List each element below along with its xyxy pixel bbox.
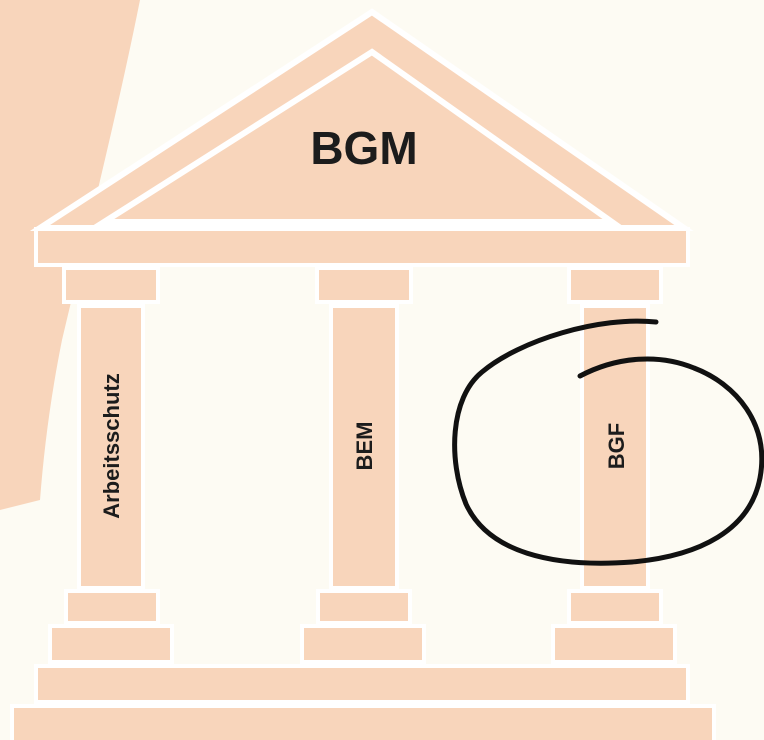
plinth-center [300,624,426,664]
pillar-bem: BEM [315,266,413,625]
pillar-label: BGF [604,423,629,469]
pillar-capital [567,266,663,304]
pillar-label: BEM [352,422,377,471]
plinth-left [48,624,174,664]
pillar-base [64,589,160,625]
plinth-right [551,624,677,664]
pillar-base [316,589,412,625]
pillar-shaft [329,304,399,590]
pillar-base [567,589,663,625]
roof-label: BGM [310,122,417,174]
pillar-shaft [580,304,650,590]
pillar-capital [315,266,413,304]
stair-upper [34,664,690,704]
roof-inner [93,48,622,225]
pillar-arbeitsschutz: Arbeitsschutz [62,266,160,625]
pillar-bgf: BGF [567,266,663,625]
stair-lower [10,704,716,740]
highlight-circle-mark [452,318,764,566]
pillar-label: Arbeitsschutz [99,373,124,518]
pillar-shaft [77,304,145,590]
pillar-capital [62,266,160,304]
entablature [34,227,690,267]
